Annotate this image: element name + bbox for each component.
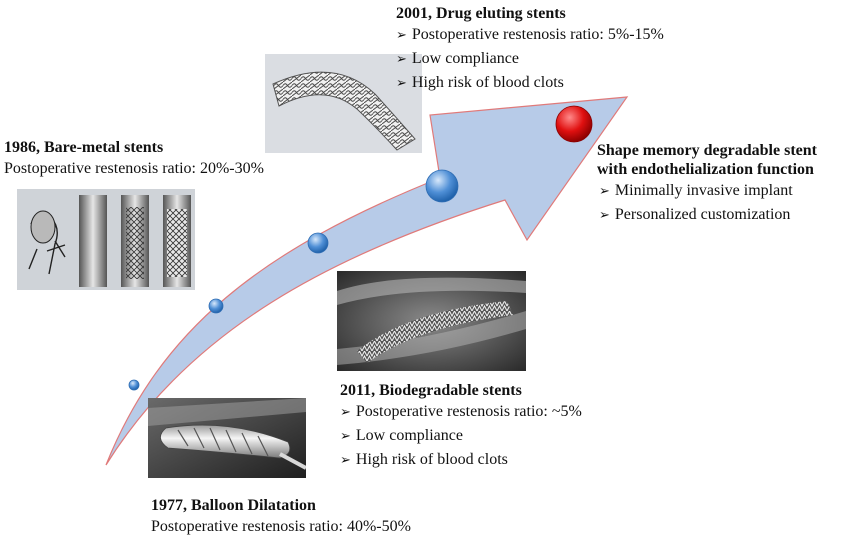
milestone-1986: 1986, Bare-metal stents Postoperative re… [4,138,264,180]
node-2001 [307,232,329,254]
node-1977 [128,379,140,391]
milestone-2001-bullet-clots: High risk of blood clots [396,71,664,95]
milestone-2001-bullet-restenosis: Postoperative restenosis ratio: 5%-15% [396,23,664,47]
milestone-2001-title: 2001, Drug eluting stents [396,5,566,22]
milestone-2011-bullet-clots: High risk of blood clots [340,448,582,472]
milestone-1986-title: 1986, Bare-metal stents [4,139,164,156]
milestone-2011-title: 2011, Biodegradable stents [340,382,522,399]
milestone-future: Shape memory degradable stent with endot… [597,141,817,227]
milestone-2001-bullet-compliance: Low compliance [396,47,664,71]
milestone-future-bullet-minimally-invasive: Minimally invasive implant [599,179,817,203]
milestone-future-bullet-personalized: Personalized customization [599,203,817,227]
milestone-2011-bullet-compliance: Low compliance [340,424,582,448]
milestone-future-title-line1: Shape memory degradable stent [597,142,817,159]
node-1986 [208,298,224,314]
milestone-1977-restenosis: Postoperative restenosis ratio: 40%-50% [151,518,411,535]
milestone-1977-title: 1977, Balloon Dilatation [151,497,316,514]
timeline-arrow [105,96,629,466]
milestone-1986-restenosis: Postoperative restenosis ratio: 20%-30% [4,160,264,177]
drug-eluting-stent-image [265,54,422,153]
milestone-2011-bullet-restenosis: Postoperative restenosis ratio: ~5% [340,400,582,424]
node-2011 [425,169,459,203]
milestone-1977: 1977, Balloon Dilatation Postoperative r… [151,496,411,538]
balloon-dilatation-image [148,398,306,478]
milestone-2001: 2001, Drug eluting stents Postoperative … [396,4,664,95]
milestone-2011: 2011, Biodegradable stents Postoperative… [340,381,582,472]
milestone-future-title-line2: with endothelialization function [597,161,814,178]
biodegradable-stent-image [337,271,526,371]
node-future [555,105,593,143]
bare-metal-stent-image [17,189,195,290]
